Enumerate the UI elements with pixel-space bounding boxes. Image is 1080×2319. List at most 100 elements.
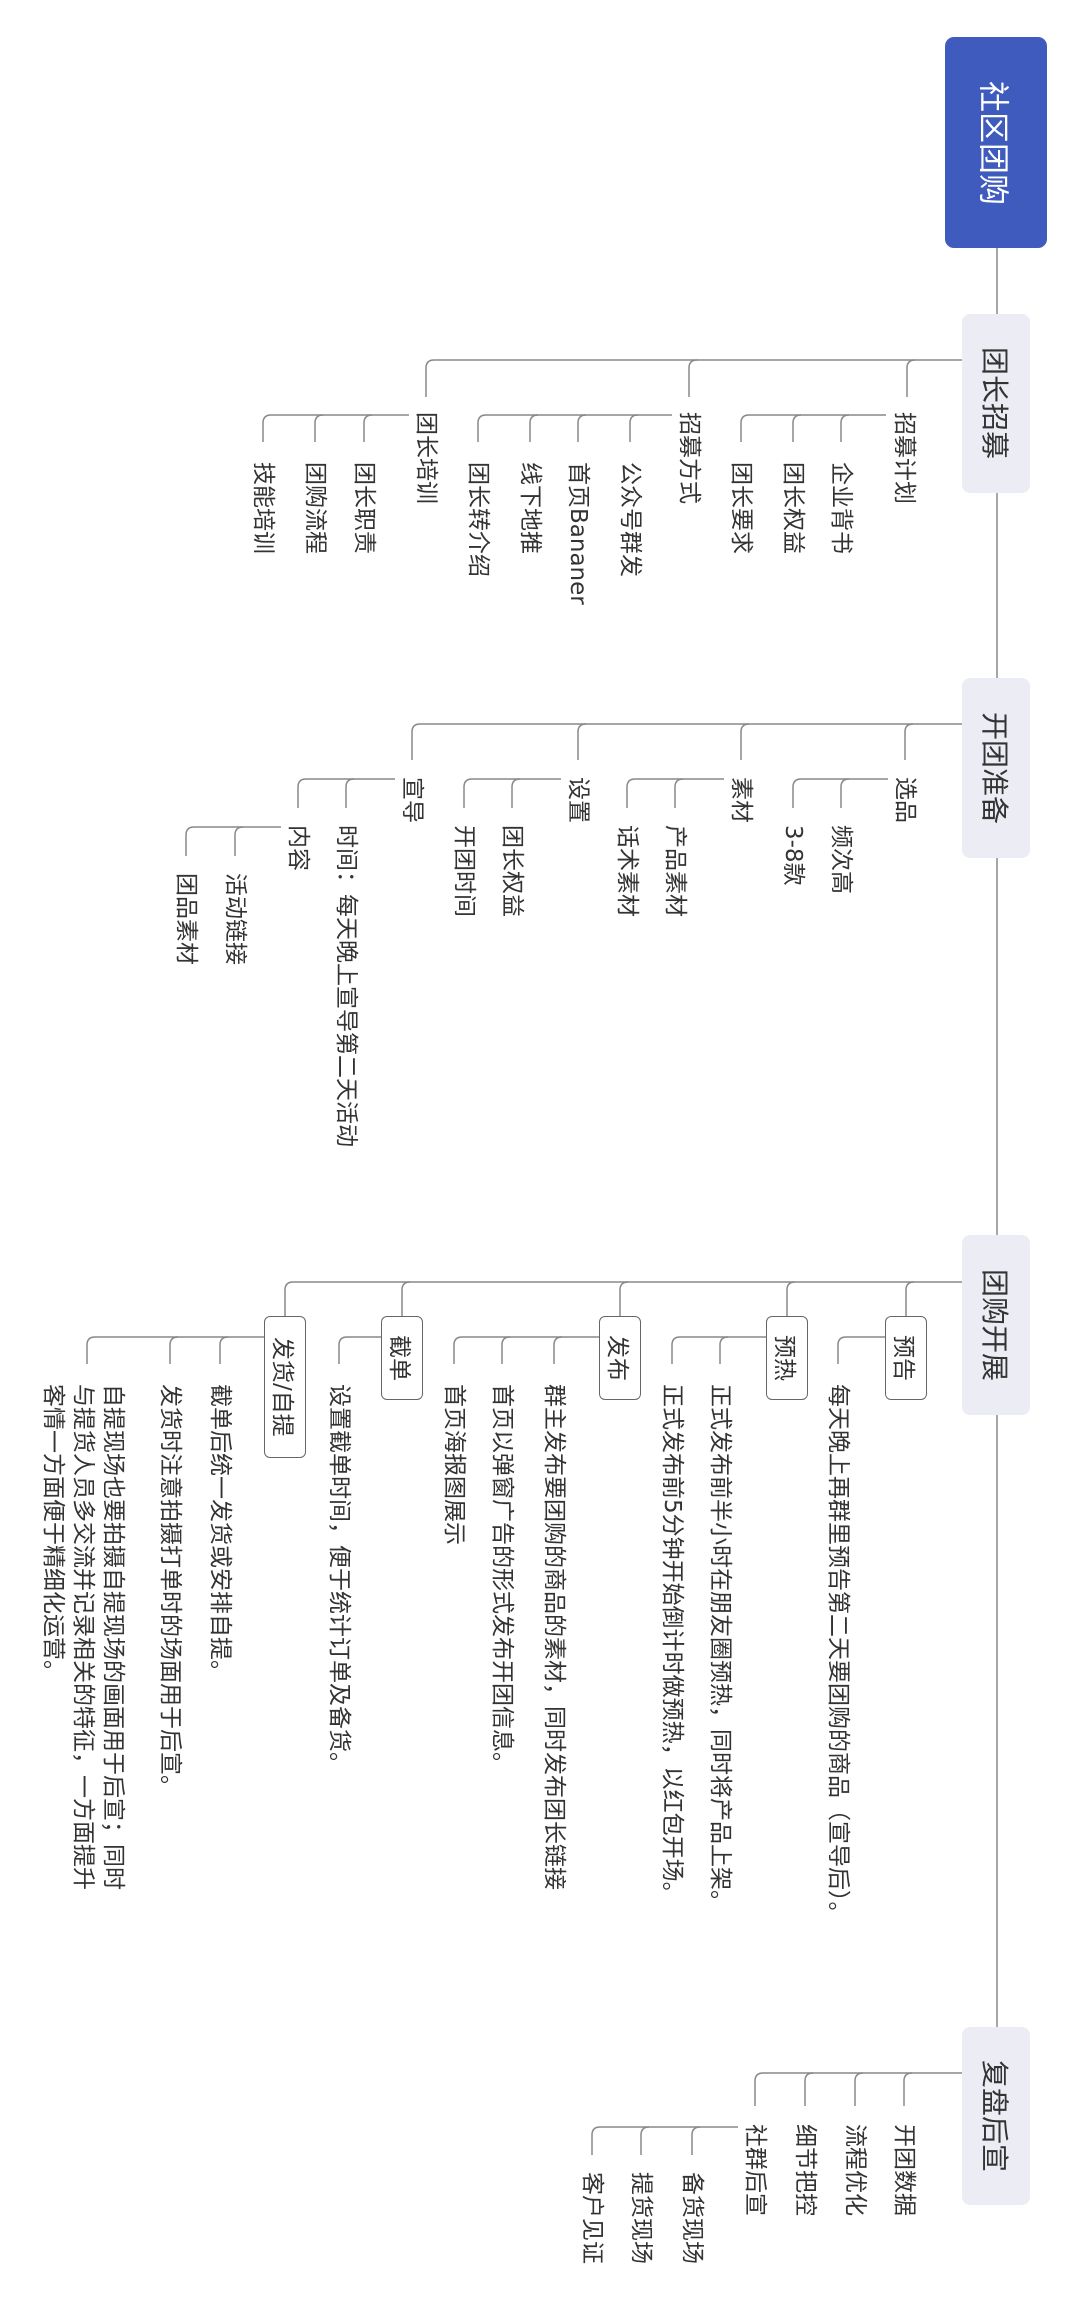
subnode-box[interactable]: 截单 [381,1316,423,1400]
connector-line [511,778,521,808]
node[interactable]: 开团时间 [451,825,477,917]
connector-line [619,1281,629,1316]
node[interactable]: 群主发布要团购的商品的素材，同时发布团长链接 [541,1384,567,1890]
subnode-label: 发货/自提 [269,1337,295,1437]
connector-line [185,826,195,856]
node[interactable]: 开团数据 [891,2124,917,2216]
branch-node-review[interactable]: 复盘后宣 [962,2027,1030,2205]
node[interactable]: 产品素材 [662,825,688,917]
subnode-box[interactable]: 预告 [885,1316,927,1400]
node[interactable]: 流程优化 [842,2124,868,2216]
connector-line [905,1281,915,1316]
subnode-box[interactable]: 发货/自提 [264,1316,306,1458]
node-line: 客情一方面便于精细化运营。 [40,1384,66,1683]
node[interactable]: 技能培训 [250,462,276,554]
branch-label: 开团准备 [978,711,1011,824]
connector-line [169,1336,179,1364]
node[interactable]: 招募计划 [891,412,917,504]
subnode-box[interactable]: 发布 [599,1316,641,1400]
node[interactable]: 截单后统一发货或安排自提。 [207,1384,233,1683]
node[interactable]: 话术素材 [614,825,640,917]
node[interactable]: 社群后宣 [742,2124,768,2216]
connector-line [345,778,355,808]
connector-line [640,2126,650,2155]
connector-line [463,778,473,808]
node[interactable]: 首页以弹窗广告的形式发布开团信息。 [489,1384,515,1775]
node[interactable]: 设置截单时间，便于统计订单及备货。 [326,1384,352,1775]
branch-label: 复盘后宣 [978,2059,1011,2172]
node[interactable]: 企业背书 [828,462,854,554]
branch-node-recruitment[interactable]: 团长招募 [962,314,1030,493]
node[interactable]: 公众号群发 [617,462,643,577]
node[interactable]: 提货现场 [628,2172,654,2264]
node[interactable]: 客户见证 [579,2172,605,2264]
connector-line [234,826,244,856]
node[interactable]: 团长权益 [780,462,806,554]
branch-label: 团长招募 [978,347,1011,460]
connector-line [719,1336,729,1364]
node[interactable]: 细节把控 [792,2124,818,2216]
connector-line [906,359,916,397]
node[interactable]: 首页海报图展示 [441,1384,467,1545]
connector-line [786,1281,796,1316]
connector-line [425,359,435,397]
node[interactable]: 团长要求 [728,462,754,554]
root-node[interactable]: 社区团购 [945,37,1047,248]
subnode-label: 预告 [890,1335,916,1381]
connector-line [219,1336,229,1364]
node[interactable]: 线下地推 [517,462,543,554]
node[interactable]: 团购流程 [302,462,328,554]
connector-line [629,414,639,442]
node[interactable]: 团长转介绍 [465,462,491,577]
node[interactable]: 团长权益 [499,825,525,917]
connector-line [837,1336,847,1364]
node[interactable]: 团长培训 [413,412,439,504]
connector-line [262,414,272,442]
connector-line [529,414,539,442]
connector-line [671,1336,681,1364]
connector-line [626,778,636,808]
connector-line [338,1336,348,1364]
node[interactable]: 团长职责 [351,462,377,554]
connector-line [297,778,307,808]
node[interactable]: 备货现场 [679,2172,705,2264]
connector-line [401,1281,411,1316]
connector-line [691,2126,701,2155]
node[interactable]: 首页Bananer [565,462,591,605]
connector-line [740,414,750,442]
connector-line [674,778,684,808]
node[interactable]: 设置 [565,777,591,823]
node[interactable]: 活动链接 [222,873,248,965]
node[interactable]: 每天晚上再群里预告第二天要团购的商品（宣导后）。 [825,1384,851,1925]
node[interactable]: 内容 [285,825,311,871]
node[interactable]: 时间：每天晚上宣导第二天活动 [333,825,359,1147]
connector-line [804,2072,814,2106]
connector-line [792,778,802,808]
node[interactable]: 团品素材 [173,873,199,965]
node[interactable]: 宣导 [399,777,425,823]
node[interactable]: 3-8款 [780,825,806,886]
node[interactable]: 正式发布前5分钟开始倒计时做预热，以红包开场。 [659,1384,685,1905]
connector-line [854,2072,864,2106]
connector-line [840,778,850,808]
subnode-box[interactable]: 预热 [766,1316,808,1400]
connector-line [577,723,587,760]
branch-node-execution[interactable]: 团购开展 [962,1235,1030,1415]
connector-line [314,414,324,442]
node[interactable]: 招募方式 [676,412,702,504]
connector-line [477,414,487,442]
branch-node-preparation[interactable]: 开团准备 [962,678,1030,858]
node[interactable]: 选品 [892,777,918,823]
node[interactable]: 素材 [728,777,754,823]
multiline-node[interactable]: 自提现场也要拍摄自提现场的画面用于后宣；同时 与提货人员多交流并记录相关的特征，… [38,1384,128,1890]
connector-line [501,1336,511,1364]
branch-label: 团购开展 [978,1268,1011,1381]
node[interactable]: 频次高 [828,825,854,894]
node[interactable]: 正式发布前半小时在朋友圈预热，同时将产品上架。 [707,1384,733,1913]
connector-line [453,1336,463,1364]
connector-line [86,1336,96,1364]
node[interactable]: 发货时注意拍摄打单时的场面用于后宣。 [157,1384,183,1798]
subnode-label: 截单 [386,1335,412,1381]
connector-line [591,2126,601,2155]
